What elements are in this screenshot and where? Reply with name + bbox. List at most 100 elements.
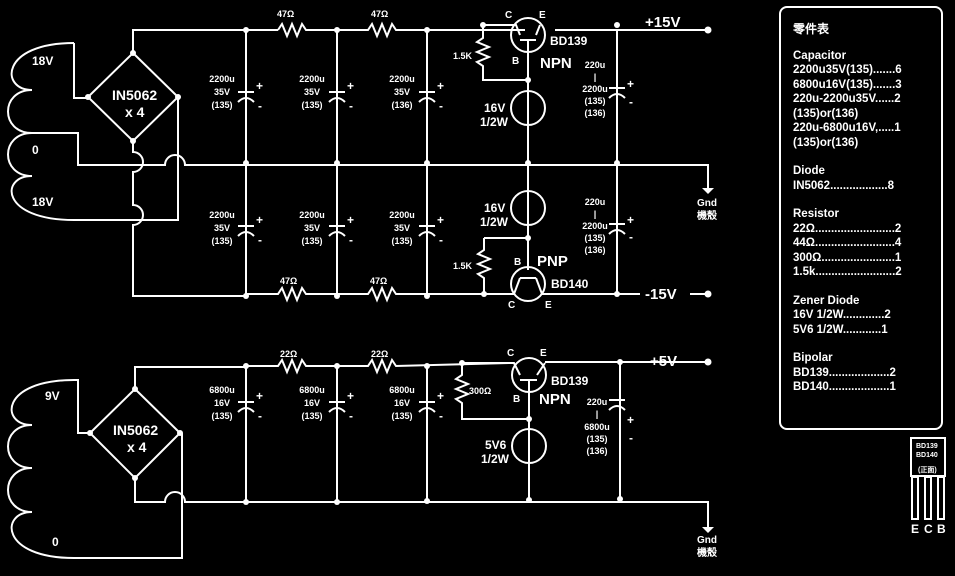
zener-power: 1/2W — [480, 215, 509, 229]
tap-label: 0 — [52, 535, 59, 549]
cap-value: 2200u — [209, 210, 235, 220]
gnd-label-cn: 機殼 — [697, 546, 718, 559]
pin-label: C — [508, 300, 515, 311]
svg-text:-: - — [349, 99, 353, 113]
out-cap-label: (135) — [584, 233, 605, 243]
cap-voltage: 35V — [214, 87, 230, 97]
svg-text:-: - — [349, 233, 353, 247]
parts-item: BD139...................2 — [793, 366, 896, 379]
bridge-part: IN5062 — [113, 422, 158, 438]
zener-voltage: 5V6 — [485, 438, 507, 452]
svg-text:-: - — [439, 409, 443, 423]
pin-label: B — [937, 522, 946, 536]
pin-label: C — [507, 348, 514, 359]
out-cap-label: (136) — [586, 446, 607, 456]
parts-section-heading: Diode — [793, 165, 825, 177]
svg-text:+: + — [256, 389, 263, 403]
svg-text:-: - — [629, 230, 633, 244]
cap-voltage: 35V — [394, 223, 410, 233]
zener-voltage: 16V — [484, 201, 505, 215]
svg-text:-: - — [439, 99, 443, 113]
resistor-label: 1.5K — [453, 51, 473, 61]
cap-value: 2200u — [299, 210, 325, 220]
transistor-type: NPN — [540, 55, 572, 72]
npn-transistor-pos — [474, 17, 546, 163]
pin-label: B — [514, 257, 521, 268]
parts-item: 5V6 1/2W............1 — [793, 323, 888, 336]
out-cap-label: 220u — [587, 397, 608, 407]
cap-value: 6800u — [299, 385, 325, 395]
npn-transistor-5v — [453, 357, 547, 500]
parts-item: 6800u16V(135).......3 — [793, 78, 902, 91]
svg-text:-: - — [258, 233, 262, 247]
zener-power: 1/2W — [480, 115, 509, 129]
parts-item: IN5062..................8 — [793, 179, 894, 192]
parts-item: (135)or(136) — [793, 136, 859, 149]
svg-text:+: + — [256, 213, 263, 227]
zener-icon — [510, 90, 546, 126]
out-cap-label: 2200u — [582, 84, 608, 94]
cap-voltage: 35V — [304, 87, 320, 97]
bridge-part: IN5062 — [112, 87, 157, 103]
output-label-neg: -15V — [645, 286, 677, 303]
out-cap-label: | — [594, 209, 597, 219]
resistor-label: 47Ω — [280, 276, 297, 286]
pnp-transistor-neg — [246, 163, 712, 303]
cap-voltage: 35V — [304, 223, 320, 233]
out-cap-label: | — [596, 409, 599, 419]
pin-label: B — [512, 56, 519, 67]
cap-voltage: 16V — [214, 398, 230, 408]
svg-text:+: + — [256, 79, 263, 93]
transformer-single — [7, 379, 183, 559]
svg-text:+: + — [627, 213, 634, 227]
out-cap-label: 220u — [585, 60, 606, 70]
out-cap-label: 220u — [585, 197, 606, 207]
parts-item: (135)or(136) — [793, 107, 859, 120]
transformer-dual — [7, 42, 179, 221]
cap-value: 2200u — [389, 210, 415, 220]
svg-text:+: + — [627, 77, 634, 91]
parts-item: 1.5k.........................2 — [793, 266, 902, 278]
resistor-label: 22Ω — [280, 349, 297, 359]
tap-label: 18V — [32, 195, 53, 209]
cap-code: (135) — [301, 236, 322, 246]
parts-item: 16V 1/2W.............2 — [793, 309, 891, 321]
cap-voltage: 16V — [394, 398, 410, 408]
cap-code: (135) — [211, 411, 232, 421]
transistor-part: BD140 — [551, 277, 589, 291]
parts-section-heading: Capacitor — [793, 49, 847, 62]
output-label-5v: +5V — [650, 353, 677, 370]
parts-item: 22Ω.........................2 — [793, 222, 902, 235]
resistor-47-pos — [277, 21, 525, 39]
cap-code: (135) — [211, 100, 232, 110]
parts-item: 220u-6800u16V,.....1 — [793, 122, 901, 134]
svg-text:+: + — [347, 213, 354, 227]
tap-label: 18V — [32, 54, 53, 68]
pin-label: E — [911, 522, 919, 536]
svg-text:+: + — [347, 79, 354, 93]
ground-rail-dual — [143, 154, 709, 188]
output-terminal-5v[interactable] — [704, 358, 712, 366]
resistor-label: 1.5K — [453, 261, 473, 271]
output-terminal-pos[interactable] — [704, 26, 712, 34]
svg-text:+: + — [437, 213, 444, 227]
gnd-label: Gnd — [697, 198, 717, 209]
parts-section-heading: Zener Diode — [793, 294, 860, 307]
zener-voltage: 16V — [484, 101, 505, 115]
svg-text:+: + — [627, 413, 634, 427]
parts-item: 220u-2200u35V......2 — [793, 93, 901, 105]
package-label: BD139 — [916, 443, 938, 450]
cap-voltage: 35V — [214, 223, 230, 233]
transistor-type: PNP — [537, 253, 568, 270]
out-cap-label: | — [594, 72, 597, 82]
pin-label: E — [545, 300, 552, 311]
parts-section-heading: Bipolar — [793, 352, 833, 364]
cap-value: 2200u — [209, 74, 235, 84]
package-label: BD140 — [916, 452, 938, 459]
